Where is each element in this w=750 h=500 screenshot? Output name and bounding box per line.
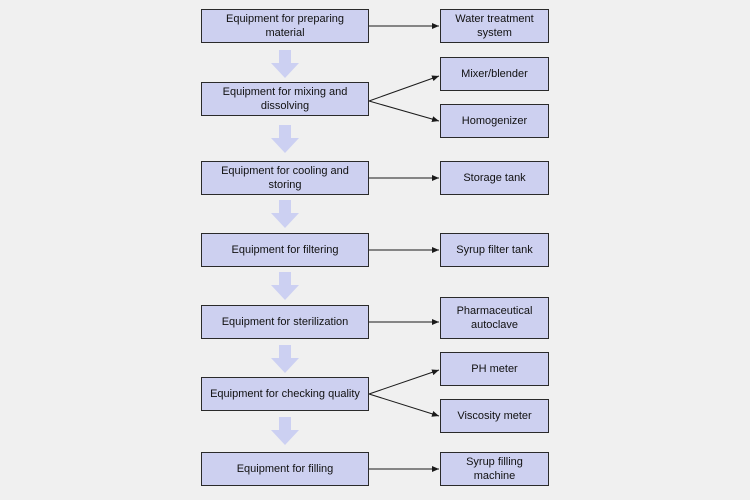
equipment-homogenizer: Homogenizer <box>440 104 549 138</box>
equipment-ph-meter: PH meter <box>440 352 549 386</box>
equipment-storage-tank: Storage tank <box>440 161 549 195</box>
down-arrow-4 <box>271 272 299 300</box>
equipment-mixer-blender: Mixer/blender <box>440 57 549 91</box>
step-sterilization: Equipment for sterilization <box>201 305 369 339</box>
step-filling: Equipment for filling <box>201 452 369 486</box>
connector-quality-ph <box>368 369 440 395</box>
equipment-viscosity-meter: Viscosity meter <box>440 399 549 433</box>
step-mixing-dissolving: Equipment for mixing and dissolving <box>201 82 369 116</box>
step-cooling-storing: Equipment for cooling and storing <box>201 161 369 195</box>
down-arrow-5 <box>271 345 299 373</box>
connector-quality-viscosity <box>368 393 440 417</box>
down-arrow-3 <box>271 200 299 228</box>
down-arrow-2 <box>271 125 299 153</box>
equipment-syrup-filling-machine: Syrup filling machine <box>440 452 549 486</box>
connector-mixing-mixer <box>368 75 440 102</box>
equipment-water-treatment-system: Water treatment system <box>440 9 549 43</box>
step-preparing-material: Equipment for preparing material <box>201 9 369 43</box>
equipment-syrup-filter-tank: Syrup filter tank <box>440 233 549 267</box>
down-arrow-1 <box>271 50 299 78</box>
step-checking-quality: Equipment for checking quality <box>201 377 369 411</box>
down-arrow-6 <box>271 417 299 445</box>
equipment-pharmaceutical-autoclave: Pharmaceutical autoclave <box>440 297 549 339</box>
connector-mixing-homogenizer <box>368 100 440 122</box>
step-filtering: Equipment for filtering <box>201 233 369 267</box>
